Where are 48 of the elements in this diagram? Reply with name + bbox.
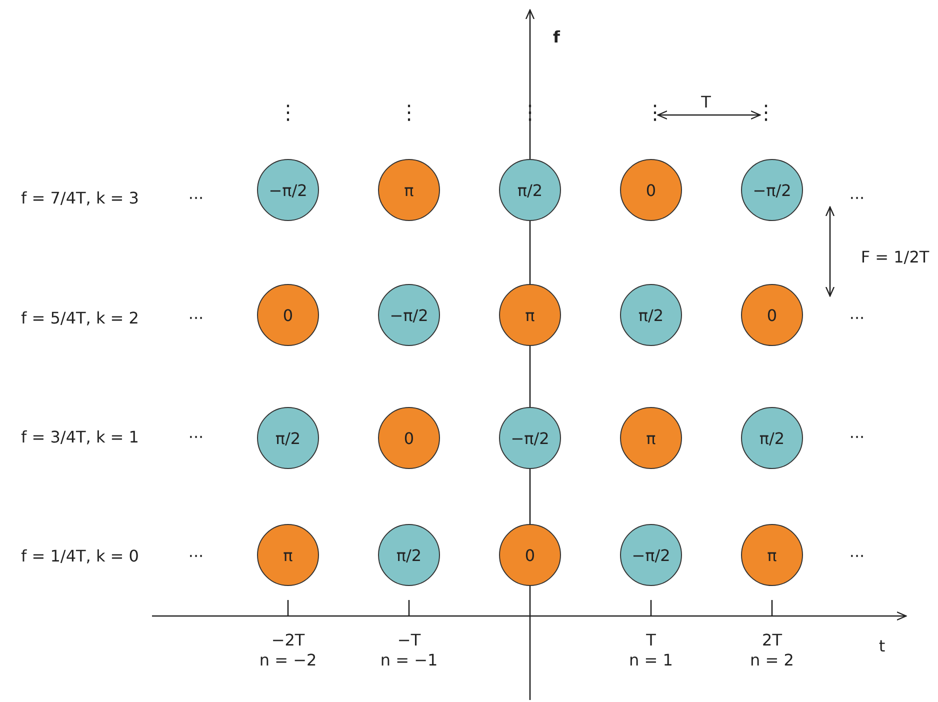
phase-circle: π — [741, 524, 803, 586]
tick-label: 2T — [762, 630, 782, 650]
ellipsis: ⋮ — [645, 100, 665, 124]
phase-circle: π/2 — [257, 407, 319, 469]
dimension-label: F = 1/2T — [860, 248, 930, 266]
tick-label: T — [646, 630, 656, 650]
row-label: f = 5/4T, k = 2 — [21, 308, 139, 328]
row-label: f = 7/4T, k = 3 — [21, 188, 139, 208]
ellipsis: ··· — [188, 428, 204, 446]
phase-circle: −π/2 — [741, 159, 803, 221]
ellipsis: ··· — [849, 428, 865, 446]
phase-circle: π/2 — [378, 524, 440, 586]
tick-label: n = −2 — [259, 650, 317, 670]
ellipsis: ··· — [849, 308, 865, 328]
ellipsis: ··· — [188, 188, 204, 208]
phase-circle: −π/2 — [499, 407, 561, 469]
ellipsis: ⋮ — [756, 100, 776, 124]
ellipsis: ⋮ — [399, 100, 419, 124]
phase-circle: π — [378, 159, 440, 221]
ellipsis: ··· — [849, 546, 865, 566]
phase-circle: 0 — [257, 284, 319, 346]
phase-circle: 0 — [620, 159, 682, 221]
ellipsis: ⋮ — [278, 100, 298, 124]
tick-label: n = 2 — [750, 650, 794, 670]
phase-circle: π/2 — [499, 159, 561, 221]
phase-circle: π/2 — [620, 284, 682, 346]
phase-circle: 0 — [378, 407, 440, 469]
tick-label: −T — [397, 630, 421, 650]
axis-label: t — [878, 636, 886, 656]
phase-circle: −π/2 — [257, 159, 319, 221]
tick-label: n = 1 — [629, 650, 673, 670]
phase-circle: −π/2 — [620, 524, 682, 586]
phase-circle: π — [499, 284, 561, 346]
phase-circle: π — [257, 524, 319, 586]
dimension-label: T — [701, 92, 711, 112]
phase-circle: −π/2 — [378, 284, 440, 346]
tick-label: −2T — [271, 630, 305, 650]
phase-circle: 0 — [741, 284, 803, 346]
phase-circle: π/2 — [741, 407, 803, 469]
ellipsis: ··· — [188, 308, 204, 328]
row-label: f = 3/4T, k = 1 — [21, 428, 139, 446]
phase-circle: π — [620, 407, 682, 469]
phase-circle: 0 — [499, 524, 561, 586]
ellipsis: ··· — [188, 546, 204, 566]
axis-label: f — [553, 28, 560, 46]
row-label: f = 1/4T, k = 0 — [21, 546, 139, 566]
tick-label: n = −1 — [380, 650, 438, 670]
ellipsis: ··· — [849, 188, 865, 208]
